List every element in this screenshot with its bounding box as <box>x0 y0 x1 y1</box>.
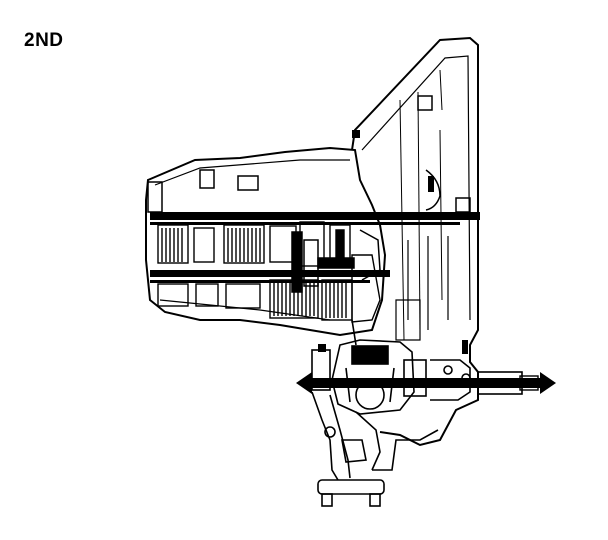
shift-linkage <box>311 391 439 507</box>
axle-power-flow-arrow <box>296 371 556 395</box>
gear-position-label: 2ND <box>24 30 64 51</box>
counter-shaft <box>150 270 390 283</box>
lower-gear-cluster <box>157 254 381 323</box>
upper-gear-cluster <box>157 221 351 267</box>
input-shaft <box>150 212 480 225</box>
detail-bolts <box>318 130 468 354</box>
synchronizer-hub <box>291 229 381 293</box>
